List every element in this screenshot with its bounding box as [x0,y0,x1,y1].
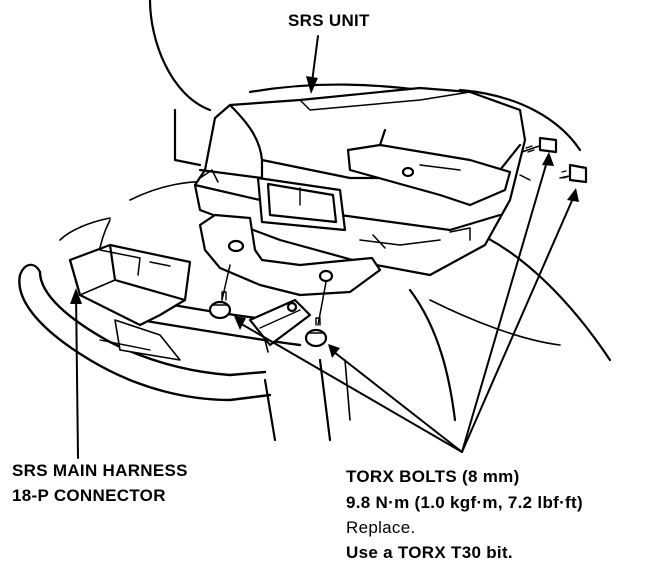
leader-lines [70,35,579,459]
harness-arrowhead [70,288,82,304]
torx-bolt-upper-right [521,136,558,154]
torx-bit-note: Use a TORX T30 bit. [346,543,513,562]
torx-leader-middle [333,351,463,453]
torx-replace-note: Replace. [346,518,416,537]
srs-unit-arrowhead [306,76,318,94]
main-harness [18,243,302,402]
torx-leader-upper [461,157,549,453]
srs-unit-body [193,86,531,297]
harness-leader [75,291,79,459]
torx-bolt-left-lower [208,264,232,320]
torx-leader-far-right [461,195,575,453]
torx-leader-left [237,321,463,453]
torx-bolts-label: TORX BOLTS (8 mm) [346,467,520,486]
torx-bolt-far-right [559,163,588,184]
torx-torque-spec: 9.8 N·m (1.0 kgf·m, 7.2 lbf·ft) [346,493,583,512]
harness-label-line1: SRS MAIN HARNESS [12,461,188,480]
harness-clip [248,298,312,353]
srs-unit-leader [311,35,319,83]
srs-unit-label: SRS UNIT [288,11,370,30]
harness-label-line2: 18-P CONNECTOR [12,486,166,505]
torx-bolt-right-lower [304,281,328,348]
